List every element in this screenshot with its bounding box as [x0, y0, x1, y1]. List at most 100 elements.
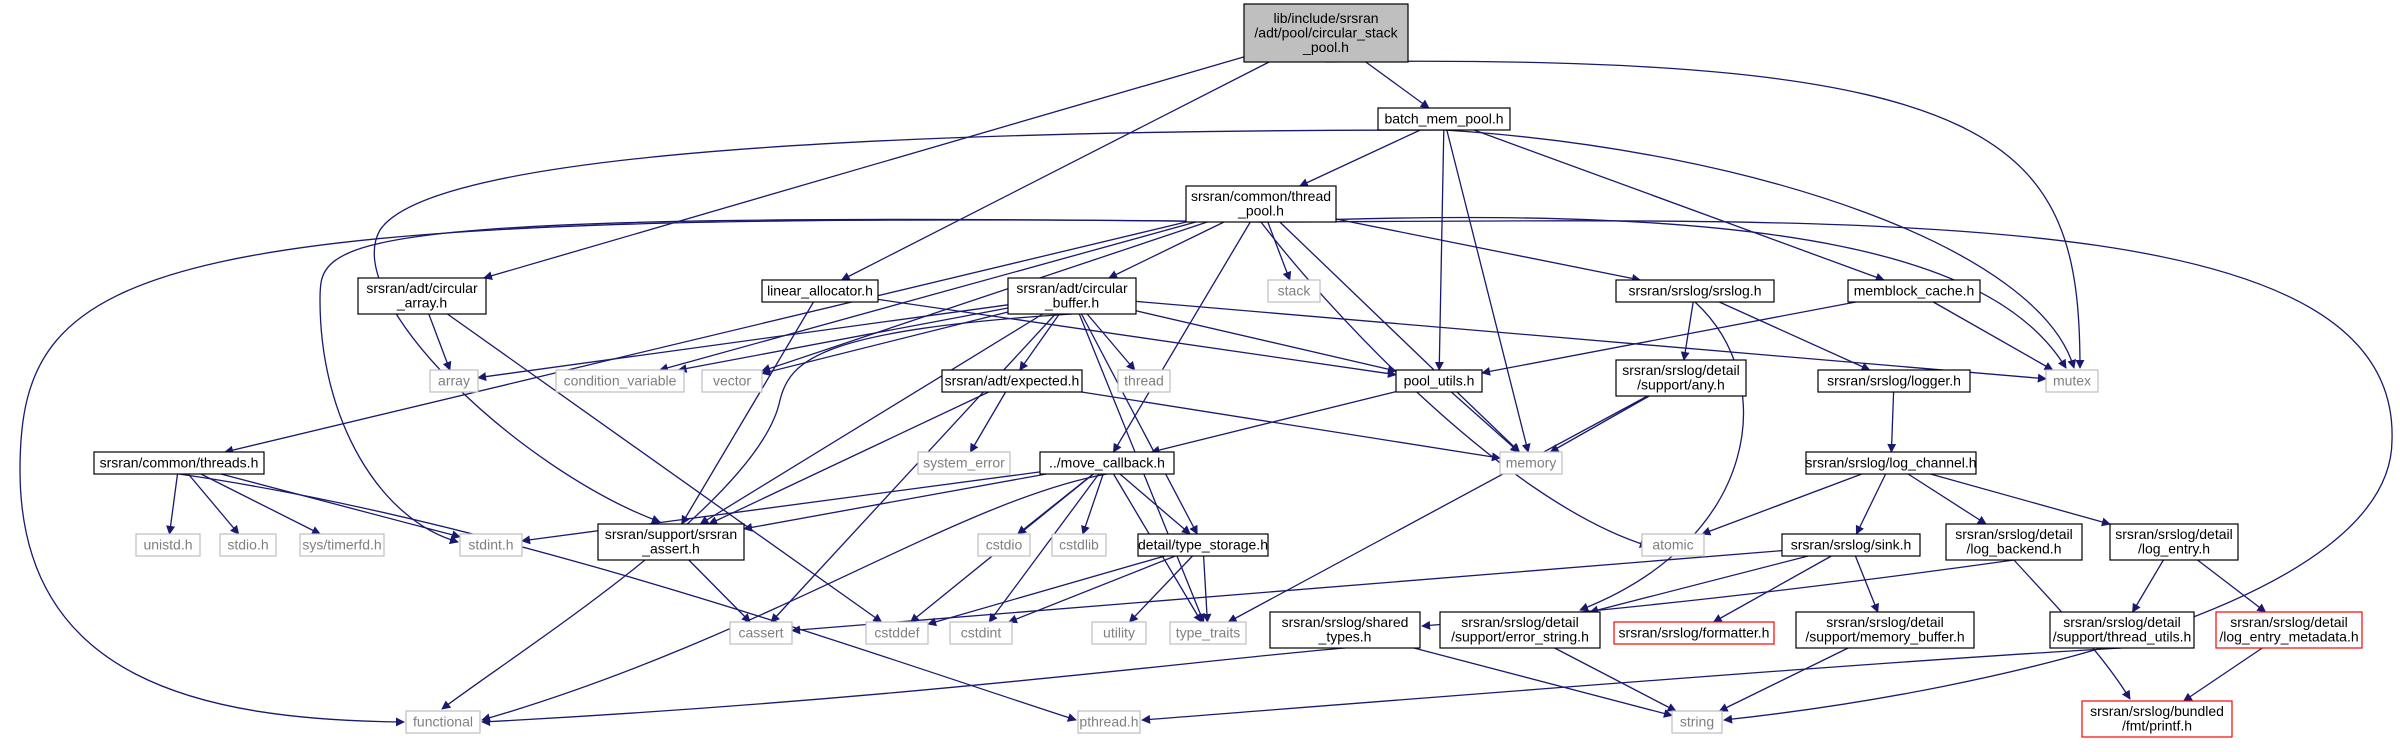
node-box	[1169, 621, 1247, 645]
node-cstddef: cstddef	[865, 621, 929, 645]
node-box	[1117, 369, 1171, 393]
node-linalloc[interactable]: linear_allocator.h	[761, 279, 879, 303]
node-box	[1615, 359, 1747, 397]
node-circarr[interactable]: srsran/adt/circular_array.h	[357, 277, 487, 315]
node-formatter[interactable]: srsran/srslog/formatter.h	[1613, 621, 1775, 645]
node-logback[interactable]: srsran/srslog/detail/log_backend.h	[1945, 523, 2083, 561]
edge-tpool-to-stack	[1267, 221, 1292, 281]
edge-expected-to-assert	[708, 391, 989, 525]
node-typetraits: type_traits	[1169, 621, 1247, 645]
node-label-line: batch_mem_pool.h	[1384, 110, 1503, 126]
node-box	[1613, 621, 1775, 645]
node-poolutils[interactable]: pool_utils.h	[1395, 369, 1483, 393]
edge-sink-to-membuf	[1854, 555, 1879, 613]
node-box	[1847, 279, 1981, 303]
edge-entrymeta-to-printf	[2182, 647, 2263, 702]
node-box	[1377, 107, 1511, 131]
edge-errstr-to-string	[1554, 647, 1677, 712]
node-label-line: array	[438, 372, 470, 388]
edge-tpool-to-mutex	[1260, 216, 2067, 369]
edge-circbuf-to-typestor	[1080, 313, 1198, 535]
node-entrymeta[interactable]: srsran/srslog/detail/log_entry_metadata.…	[2215, 611, 2363, 649]
node-batch[interactable]: batch_mem_pool.h	[1377, 107, 1511, 131]
edge-typestor-to-cstdint	[1007, 555, 1176, 624]
edge-threads-to-stdint	[220, 473, 461, 540]
node-threads[interactable]: srsran/common/threads.h	[93, 451, 265, 475]
edge-shared-to-functional	[481, 647, 1346, 727]
node-box	[1185, 185, 1337, 223]
node-circbuf[interactable]: srsran/adt/circular_buffer.h	[1007, 277, 1137, 315]
node-any[interactable]: srsran/srslog/detail/support/any.h	[1615, 359, 1747, 397]
node-label-line: /fmt/printf.h	[2122, 718, 2192, 734]
node-label-line: cstdlib	[1059, 536, 1099, 552]
edge-tpool-to-condvar	[658, 221, 1196, 373]
node-box	[701, 369, 763, 393]
node-label-line: pool_utils.h	[1404, 372, 1475, 388]
node-label-line: srsran/srslog/detail	[1955, 526, 2073, 542]
edge-logentry-to-entrymeta	[2197, 559, 2267, 613]
edge-tpool-to-vector	[761, 221, 1208, 373]
node-label-line: system_error	[923, 454, 1005, 470]
node-tpool[interactable]: srsran/common/thread_pool.h	[1185, 185, 1337, 223]
edge-sink-to-cassert	[791, 549, 1783, 635]
edge-circbuf-to-cassert	[770, 313, 1056, 623]
node-printf[interactable]: srsran/srslog/bundled/fmt/printf.h	[2081, 700, 2233, 738]
node-array: array	[429, 369, 479, 393]
node-box	[135, 533, 201, 557]
edge-expected-to-memory	[1081, 391, 1501, 462]
edge-batch-to-memory	[1446, 129, 1531, 453]
node-box	[1499, 451, 1563, 475]
node-root[interactable]: lib/include/srsran/adt/pool/circular_sta…	[1243, 3, 1409, 63]
edge-layer	[19, 56, 2393, 727]
node-logger[interactable]: srsran/srslog/logger.h	[1817, 369, 1971, 393]
node-expected[interactable]: srsran/adt/expected.h	[941, 369, 1083, 393]
edge-circarr-to-array	[428, 313, 452, 371]
node-box	[1781, 533, 1921, 557]
node-typestor[interactable]: detail/type_storage.h	[1137, 533, 1269, 557]
node-box	[1817, 369, 1971, 393]
node-memblock[interactable]: memblock_cache.h	[1847, 279, 1981, 303]
node-logchan[interactable]: srsran/srslog/log_channel.h	[1805, 451, 1977, 475]
node-box	[429, 369, 479, 393]
edge-sink-to-formatter	[1712, 555, 1832, 623]
node-label-line: srsran/srslog/shared	[1282, 614, 1409, 630]
node-box	[2045, 369, 2099, 393]
node-label-line: srsran/srslog/detail	[1826, 614, 1944, 630]
node-movecb[interactable]: ../move_callback.h	[1039, 451, 1175, 475]
node-box	[459, 533, 523, 557]
node-label-line: atomic	[1652, 536, 1693, 552]
edge-any-to-memory	[1549, 395, 1650, 453]
node-label-line: srsran/srslog/detail	[1622, 362, 1740, 378]
node-label-line: functional	[413, 713, 473, 729]
node-label-line: srsran/adt/circular	[1016, 280, 1128, 296]
node-syserr: system_error	[917, 451, 1011, 475]
node-label-line: cstddef	[874, 624, 919, 640]
edge-movecb-to-functional	[481, 473, 1108, 723]
node-shared[interactable]: srsran/srslog/shared_types.h	[1269, 611, 1421, 649]
node-label-line: /support/thread_utils.h	[2053, 629, 2192, 645]
node-label-line: /log_entry_metadata.h	[2219, 629, 2358, 645]
edge-logchan-to-logback	[1907, 473, 1987, 525]
node-logentry[interactable]: srsran/srslog/detail/log_entry.h	[2109, 523, 2239, 561]
node-box	[1243, 3, 1409, 63]
node-box	[1039, 451, 1175, 475]
node-thrutils[interactable]: srsran/srslog/detail/support/thread_util…	[2049, 611, 2195, 649]
node-box	[1137, 533, 1269, 557]
node-srslog[interactable]: srsran/srslog/srslog.h	[1615, 279, 1775, 303]
node-label-line: srsran/srslog/detail	[2063, 614, 2181, 630]
node-sink[interactable]: srsran/srslog/sink.h	[1781, 533, 1921, 557]
node-assert[interactable]: srsran/support/srsran_assert.h	[597, 523, 745, 561]
node-string: string	[1671, 710, 1723, 734]
node-utility: utility	[1091, 621, 1147, 645]
node-box	[2215, 611, 2363, 649]
node-atomic: atomic	[1641, 533, 1705, 557]
edge-poolutils-to-memory	[1450, 391, 1520, 453]
node-label-line: srsran/srslog/srslog.h	[1628, 282, 1761, 298]
node-label-line: _pool.h	[1302, 39, 1349, 55]
node-membuf[interactable]: srsran/srslog/detail/support/memory_buff…	[1795, 611, 1975, 649]
node-label-line: type_traits	[1176, 624, 1241, 640]
node-errstr[interactable]: srsran/srslog/detail/support/error_strin…	[1439, 611, 1601, 649]
node-label-line: ../move_callback.h	[1049, 454, 1165, 470]
node-label-line: /adt/pool/circular_stack	[1254, 24, 1398, 40]
edge-movecb-to-typestor	[1119, 473, 1191, 535]
